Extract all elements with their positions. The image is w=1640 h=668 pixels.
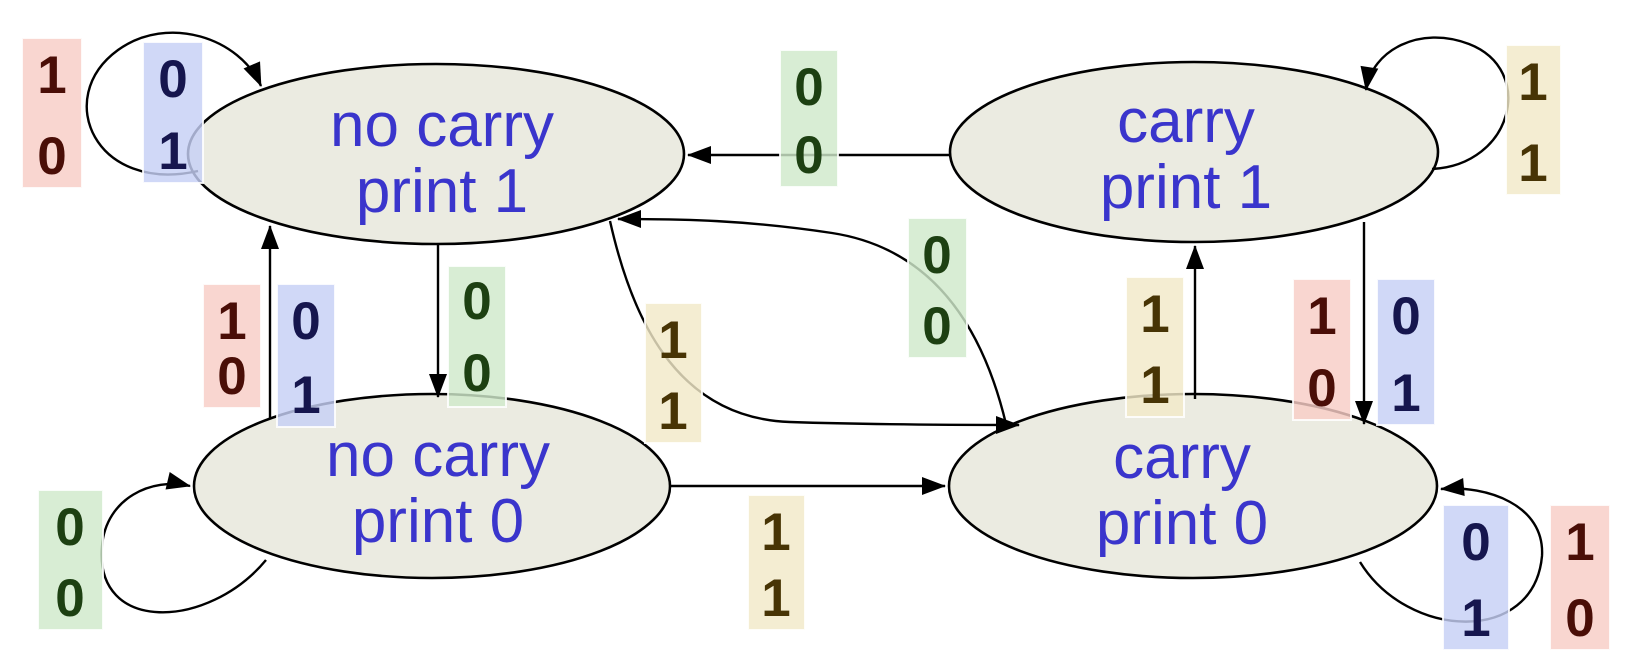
state-ellipse-carry-print-0 (947, 392, 1439, 580)
input-bit: 1 (291, 366, 320, 425)
input-bit: 1 (658, 382, 687, 441)
state-label-carry-print-0-line2: print 0 (1096, 489, 1268, 558)
input-label-blue-nc0-to-nc1 (276, 283, 336, 428)
input-bit: 1 (1518, 53, 1547, 112)
input-bit: 1 (761, 503, 790, 562)
input-label-blue-nc1-loop (142, 41, 204, 184)
input-bit: 0 (158, 50, 187, 109)
input-label-pink-nc0-to-nc1 (202, 283, 262, 409)
state-ellipse-carry-print-1 (948, 60, 1440, 244)
input-bit: 1 (761, 569, 790, 628)
input-label-tan-c0-to-c1 (1125, 276, 1185, 418)
input-bit: 1 (1565, 513, 1594, 572)
input-bit: 0 (794, 126, 823, 185)
input-bit: 0 (462, 272, 491, 331)
self-loop-no-carry-print-1 (85, 31, 263, 176)
input-label-tan-nc0-to-c0 (747, 494, 806, 631)
input-bit: 0 (217, 347, 246, 406)
state-label-no-carry-print-0-line2: print 0 (352, 487, 524, 556)
self-loop-carry-print-1 (1360, 36, 1510, 171)
input-bit: 1 (658, 311, 687, 370)
input-bit: 0 (794, 58, 823, 117)
input-bit: 1 (1140, 356, 1169, 415)
input-bit: 0 (291, 292, 320, 351)
input-bit: 1 (1461, 589, 1490, 648)
input-label-green-nc0-loop (37, 489, 104, 631)
state-label-carry-print-0-line1: carry (1113, 423, 1251, 492)
input-bit: 1 (1518, 134, 1547, 193)
arrow-carry-print-0-to-no-carry-print-1 (617, 210, 1008, 425)
input-bit: 0 (55, 498, 84, 557)
state-label-no-carry-print-0-line1: no carry (326, 421, 550, 490)
input-bit: 0 (462, 344, 491, 403)
input-bit: 1 (158, 122, 187, 181)
state-label-no-carry-print-1-line2: print 1 (356, 157, 528, 226)
input-bit: 0 (1307, 359, 1336, 418)
input-label-pink-c0-loop (1549, 504, 1611, 651)
input-bit: 1 (1391, 364, 1420, 423)
input-bit: 0 (1565, 589, 1594, 648)
self-loop-carry-print-0 (1358, 478, 1544, 623)
input-label-green-nc1-to-nc0 (447, 265, 507, 408)
input-label-green-c1-to-nc1 (779, 49, 839, 188)
input-bit: 0 (1461, 513, 1490, 572)
input-label-blue-c0-loop (1442, 504, 1510, 651)
input-bit: 1 (1140, 285, 1169, 344)
input-bit: 0 (922, 297, 951, 356)
state-label-no-carry-print-1-line1: no carry (330, 91, 554, 160)
input-label-green-c0-to-nc1 (907, 217, 968, 359)
input-bit: 1 (37, 46, 66, 105)
input-bit: 0 (922, 226, 951, 285)
input-bit: 1 (217, 292, 246, 351)
state-label-carry-print-1-line2: print 1 (1100, 153, 1272, 222)
input-label-tan-c1-loop (1505, 44, 1562, 196)
input-label-pink-nc1-loop (21, 37, 83, 189)
state-label-carry-print-1-line1: carry (1117, 87, 1255, 156)
input-label-blue-c1-to-c0 (1376, 278, 1436, 426)
input-bit: 0 (55, 569, 84, 628)
input-label-tan-nc1-to-c0 (644, 302, 703, 444)
input-bit: 0 (37, 127, 66, 186)
input-bit: 1 (1307, 287, 1336, 346)
input-bit: 0 (1391, 287, 1420, 346)
input-label-pink-c1-to-c0 (1292, 278, 1352, 421)
arrow-no-carry-print-1-to-carry-print-0 (608, 220, 1020, 434)
